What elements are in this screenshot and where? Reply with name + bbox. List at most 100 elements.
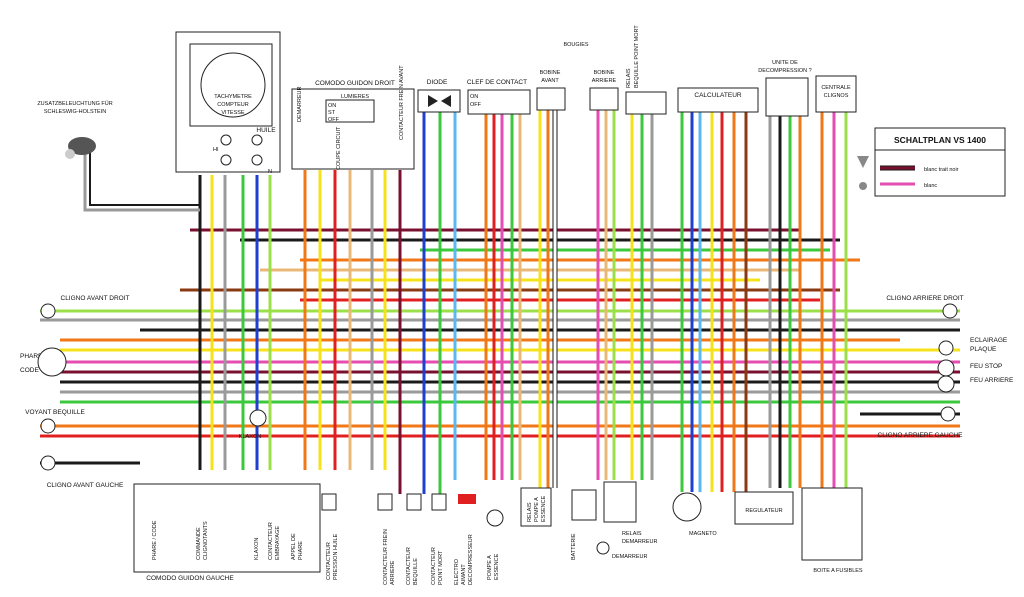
tachymeter-cluster: TACHYMETRE COMPTEUR VITESSE HUILE HI N (175, 31, 281, 175)
svg-text:ECLAIRAGE: ECLAIRAGE (970, 337, 1008, 344)
svg-text:COMMANDE: COMMANDE (196, 527, 202, 560)
svg-text:POINT MORT: POINT MORT (438, 550, 444, 585)
svg-text:OFF: OFF (328, 117, 340, 123)
headlamp-icon (68, 137, 96, 155)
decompression-unit: UNITE DE DECOMPRESSION ? (758, 60, 812, 117)
svg-text:UNITE DE: UNITE DE (772, 60, 798, 66)
svg-text:ELECTRO: ELECTRO (454, 558, 460, 585)
calculateur: CALCULATEUR (677, 87, 759, 113)
svg-text:ON: ON (470, 94, 478, 100)
rear-lamp-icon (937, 375, 955, 393)
wire (83, 150, 200, 212)
svg-text:KLAXON: KLAXON (239, 434, 261, 440)
fuel-pump-icon (486, 509, 504, 527)
svg-text:BEQUILLE POINT MORT: BEQUILLE POINT MORT (634, 25, 640, 88)
wires-layer (40, 110, 960, 494)
svg-text:AIMANT: AIMANT (461, 564, 467, 585)
svg-text:COUPE CIRCUIT: COUPE CIRCUIT (336, 126, 342, 170)
svg-text:DECOMPRESSION ?: DECOMPRESSION ? (758, 68, 811, 74)
svg-text:PHARE: PHARE (20, 353, 43, 360)
headlight-icon (37, 347, 67, 377)
legend-label-2: blanc (924, 183, 937, 189)
svg-text:POMPE A: POMPE A (534, 497, 540, 522)
horn-icon (249, 409, 267, 427)
bottom-components: RELAIS POMPE A ESSENCE BATTERIE RELAIS D… (520, 481, 863, 574)
zusatz-light: ZUSATZBELEUCHTUNG FÜR SCHLESWIG-HOLSTEIN (37, 100, 113, 159)
legend-label-1: blanc trait noir (924, 167, 959, 173)
front-lamps: CLIGNO AVANT DROIT PHARE CODE VOYANT BEQ… (20, 295, 267, 489)
hi-lamp-icon (220, 134, 232, 146)
svg-text:FEU ARRIERE: FEU ARRIERE (970, 377, 1014, 384)
svg-text:CONTACTEUR FREIN: CONTACTEUR FREIN (383, 529, 389, 585)
svg-text:POMPE A: POMPE A (487, 555, 493, 580)
svg-text:ESSENCE: ESSENCE (494, 553, 500, 580)
svg-text:COMODO GUIDON DROIT: COMODO GUIDON DROIT (315, 80, 395, 87)
svg-text:RELAIS: RELAIS (626, 68, 632, 88)
svg-text:ZUSATZBELEUCHTUNG FÜR: ZUSATZBELEUCHTUNG FÜR (37, 100, 112, 107)
svg-text:BOBINE: BOBINE (594, 70, 615, 76)
starter-motor-icon (596, 541, 610, 555)
svg-text:CENTRALE: CENTRALE (821, 85, 851, 91)
svg-text:DEMARREUR: DEMARREUR (622, 539, 657, 545)
comodo-droit: COMODO GUIDON DROIT LUMIERES ON ST OFF D… (291, 65, 415, 170)
svg-text:TACHYMETRE: TACHYMETRE (214, 94, 252, 100)
svg-text:CLIGNOS: CLIGNOS (824, 93, 849, 99)
svg-text:N: N (268, 169, 272, 175)
svg-text:ARRIERE: ARRIERE (592, 78, 617, 84)
svg-text:CLIGNO AVANT DROIT: CLIGNO AVANT DROIT (61, 295, 130, 302)
warning-triangle-icon (857, 156, 869, 168)
svg-text:COMODO GUIDON GAUCHE: COMODO GUIDON GAUCHE (146, 575, 234, 582)
svg-text:PLAQUE: PLAQUE (970, 346, 997, 353)
stop-lamp-icon (937, 359, 955, 377)
svg-text:DEMARREUR: DEMARREUR (297, 87, 303, 122)
svg-text:RELAIS: RELAIS (622, 531, 642, 537)
svg-text:COMPTEUR: COMPTEUR (217, 102, 249, 108)
bulb-icon (859, 182, 867, 190)
diode: DIODE (417, 79, 461, 113)
svg-text:LUMIERES: LUMIERES (341, 94, 369, 100)
svg-text:CONTACTEUR: CONTACTEUR (406, 547, 412, 585)
svg-text:CLIGNO ARRIERE GAUCHE: CLIGNO ARRIERE GAUCHE (878, 432, 964, 439)
svg-text:ST: ST (328, 110, 336, 116)
svg-text:CONTACTEUR FREIN AVANT: CONTACTEUR FREIN AVANT (399, 65, 405, 140)
svg-text:EMBRAYAGE: EMBRAYAGE (275, 526, 281, 560)
svg-text:REGULATEUR: REGULATEUR (745, 508, 782, 514)
rear-lamps: CLIGNO ARRIERE DROIT ECLAIRAGE PLAQUE FE… (878, 295, 1014, 439)
svg-text:AVANT: AVANT (541, 78, 559, 84)
svg-text:CLIGNOTANTS: CLIGNOTANTS (203, 521, 209, 560)
svg-text:CODE: CODE (20, 367, 39, 374)
clef-contact: CLEF DE CONTACT ON OFF (467, 79, 531, 115)
bottom-switch-labels: CONTACTEUR PRESSION HUILE CONTACTEUR FRE… (321, 493, 504, 585)
svg-text:VOYANT BEQUILLE: VOYANT BEQUILLE (25, 409, 85, 416)
wire (89, 150, 200, 206)
svg-text:OFF: OFF (470, 102, 482, 108)
svg-text:CALCULATEUR: CALCULATEUR (694, 92, 742, 99)
oil-lamp-icon (251, 134, 263, 146)
svg-text:CONTACTEUR: CONTACTEUR (268, 522, 274, 560)
svg-text:BOBINE: BOBINE (540, 70, 561, 76)
ignition-coils: BOUGIES BOBINE AVANT BOBINE ARRIERE RELA… (536, 25, 667, 115)
centrale-clignos: CENTRALE CLIGNOS (815, 75, 857, 113)
svg-text:VITESSE: VITESSE (221, 110, 245, 116)
svg-text:CLIGNO AVANT GAUCHE: CLIGNO AVANT GAUCHE (47, 482, 124, 489)
svg-text:CONTACTEUR: CONTACTEUR (431, 547, 437, 585)
svg-text:PRESSION HUILE: PRESSION HUILE (333, 534, 339, 580)
svg-text:BATTERIE: BATTERIE (571, 533, 577, 560)
svg-text:BOITE A FUSIBLES: BOITE A FUSIBLES (813, 568, 863, 574)
magneto-icon (672, 492, 702, 522)
svg-text:DECOMPRESSEUR: DECOMPRESSEUR (468, 534, 474, 585)
svg-text:CONTACTEUR: CONTACTEUR (326, 542, 332, 580)
svg-text:RELAIS: RELAIS (527, 502, 533, 522)
svg-text:PHARE / CODE: PHARE / CODE (152, 520, 158, 560)
diagram-title: SCHALTPLAN VS 1400 (894, 135, 986, 145)
svg-text:ESSENCE: ESSENCE (541, 495, 547, 522)
svg-text:BOUGIES: BOUGIES (563, 42, 588, 48)
battery-icon (571, 489, 597, 521)
svg-text:HI: HI (213, 147, 219, 153)
svg-text:DEMARREUR: DEMARREUR (612, 554, 647, 560)
svg-text:ON: ON (328, 103, 336, 109)
svg-text:SCHLESWIG-HOLSTEIN: SCHLESWIG-HOLSTEIN (44, 109, 106, 115)
svg-text:KLAXON: KLAXON (254, 538, 260, 560)
svg-text:APPEL DE: APPEL DE (291, 533, 297, 560)
